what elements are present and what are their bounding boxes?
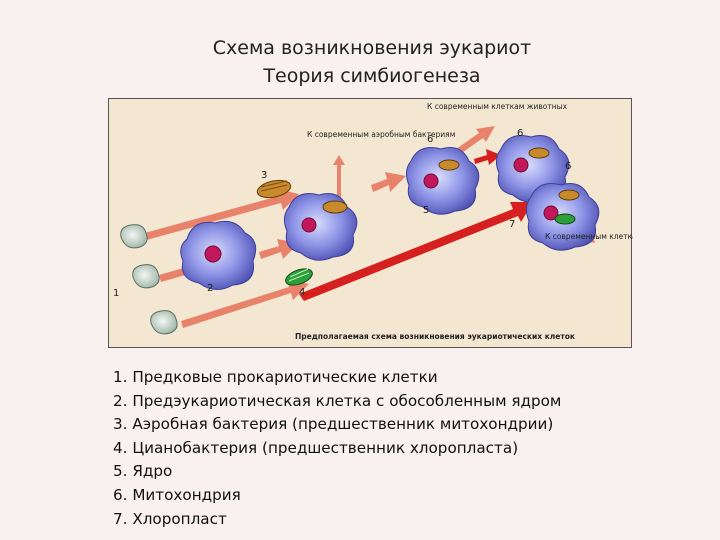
red-arrow-small: [474, 149, 501, 165]
prokaryote-cell-2: [132, 264, 160, 289]
pink-arrow-3: [181, 280, 309, 328]
legend-item-3: 3. Аэробная бактерия (предшественник мит…: [113, 415, 554, 434]
diagram-svg: К современным аэробным бактериям К совре…: [113, 102, 633, 341]
aerobic-bacterium: [256, 179, 292, 199]
pink-arrow-5: [371, 172, 406, 192]
legend-item-2: 2. Предэукариотическая клетка с обособле…: [113, 391, 562, 410]
label-animals: К современным клеткам животных: [427, 102, 568, 111]
legend-item-1: 1. Предковые прокариотические клетки: [113, 368, 438, 386]
symbiogenesis-diagram: К современным аэробным бактериям К совре…: [108, 98, 633, 348]
legend-item-6: 6. Митохондрия: [113, 485, 241, 504]
number-6-b: 6: [517, 128, 523, 139]
number-5: 5: [423, 205, 429, 216]
cell-with-mitochondrion: [283, 193, 358, 261]
arrow-to-bacteria: [333, 155, 345, 199]
number-7: 7: [509, 219, 515, 230]
eukaryotic-cell-animal: [405, 147, 480, 215]
legend-item-7: 7. Хлоропласт: [113, 509, 227, 528]
number-6-a: 6: [427, 134, 433, 145]
pink-arrow-1: [141, 189, 299, 241]
legend-item-5: 5. Ядро: [113, 462, 173, 481]
prokaryote-cell-1: [120, 224, 148, 249]
title-line-1: Схема возникновения эукариот: [212, 37, 532, 59]
label-bacteria: К современным аэробным бактериям: [307, 130, 455, 139]
title-line-2: Теория симбиогенеза: [263, 65, 481, 87]
figure-caption: Предполагаемая схема возникновения эукар…: [295, 332, 575, 341]
number-3: 3: [261, 170, 267, 181]
number-4: 4: [299, 287, 305, 298]
legend-list: 1. Предковые прокариотические клетки 2. …: [113, 366, 561, 531]
legend-item-4: 4. Цианобактерия (предшественник хлоропл…: [113, 438, 519, 457]
number-2: 2: [207, 283, 213, 294]
prokaryote-cell-3: [150, 310, 178, 335]
cyanobacterium: [285, 268, 313, 286]
number-1: 1: [113, 288, 119, 299]
pre-eukaryotic-cell: [180, 220, 257, 290]
eukaryotic-cell-plant: [525, 183, 600, 251]
label-plants: К современным клеткам растений: [545, 232, 633, 241]
number-6-c: 6: [565, 161, 571, 172]
